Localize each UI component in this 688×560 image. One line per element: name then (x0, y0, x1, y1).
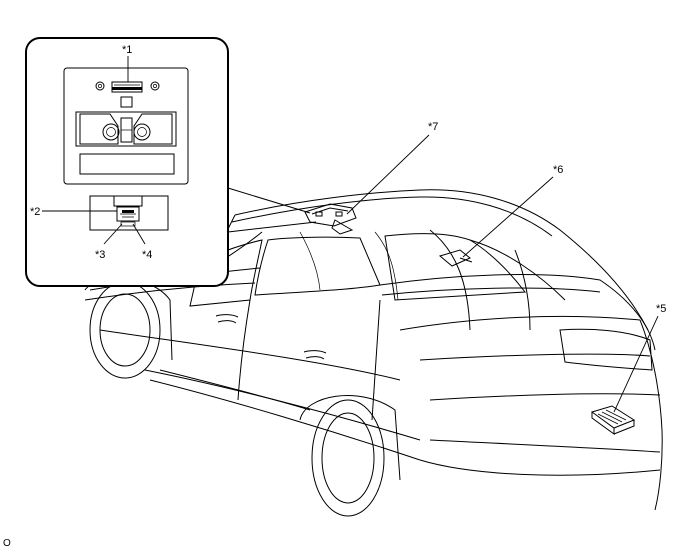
vehicle-illustration (84, 189, 663, 517)
trunk-module-part (590, 405, 636, 435)
callout-3: *3 (95, 249, 105, 261)
callout-4: *4 (142, 249, 152, 261)
detail-inset (25, 37, 317, 287)
roof-antenna-part (438, 249, 473, 267)
illustration-code: O (3, 538, 11, 549)
leader-lines (42, 56, 659, 413)
callout-5: *5 (656, 303, 666, 315)
callout-7: *7 (428, 121, 438, 133)
callout-2: *2 (30, 206, 40, 218)
callout-6: *6 (553, 164, 563, 176)
callout-1: *1 (122, 44, 132, 56)
overhead-console-part (304, 203, 357, 235)
